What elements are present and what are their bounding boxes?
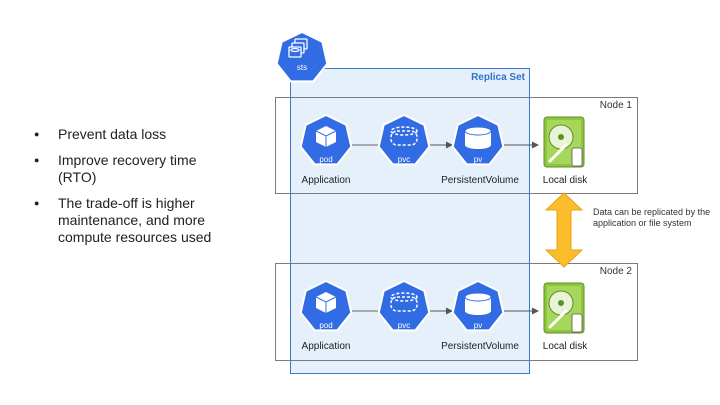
replication-note: Data can be replicated by the applicatio…: [593, 207, 711, 228]
pod-icon: [299, 114, 353, 166]
application-caption: Application: [301, 341, 351, 352]
pv-icon: [451, 280, 505, 332]
bullet-list: Prevent data loss Improve recovery time …: [32, 126, 232, 255]
pod-label: pod: [319, 321, 333, 330]
pod-icon: [299, 280, 353, 332]
node-label: Node 2: [599, 266, 632, 277]
pv-label: pv: [473, 155, 483, 164]
persistent-volume-caption: PersistentVolume: [441, 175, 519, 186]
local-disk-icon: [543, 282, 585, 334]
pv-icon: [451, 114, 505, 166]
pvc-icon: [377, 280, 431, 332]
bullet-item: Improve recovery time (RTO): [32, 152, 232, 186]
pv-label: pv: [473, 321, 483, 330]
local-disk-icon: [543, 116, 585, 168]
persistent-volume-caption: PersistentVolume: [441, 341, 519, 352]
node-label: Node 1: [599, 100, 632, 111]
bullet-item: Prevent data loss: [32, 126, 232, 143]
application-caption: Application: [301, 175, 351, 186]
pod-label: pod: [319, 155, 333, 164]
replica-set-label: Replica Set: [471, 72, 525, 83]
pvc-label: pvc: [397, 321, 411, 330]
node-1-box: Node 1: [275, 97, 638, 194]
local-disk-caption: Local disk: [542, 341, 588, 352]
local-disk-caption: Local disk: [542, 175, 588, 186]
pvc-label: pvc: [397, 155, 411, 164]
replication-arrow-icon: [544, 192, 584, 268]
sts-label: sts: [296, 63, 308, 72]
node-2-box: Node 2: [275, 263, 638, 361]
pvc-icon: [377, 114, 431, 166]
sts-icon: [275, 31, 329, 83]
bullet-item: The trade-off is higher maintenance, and…: [32, 195, 232, 246]
